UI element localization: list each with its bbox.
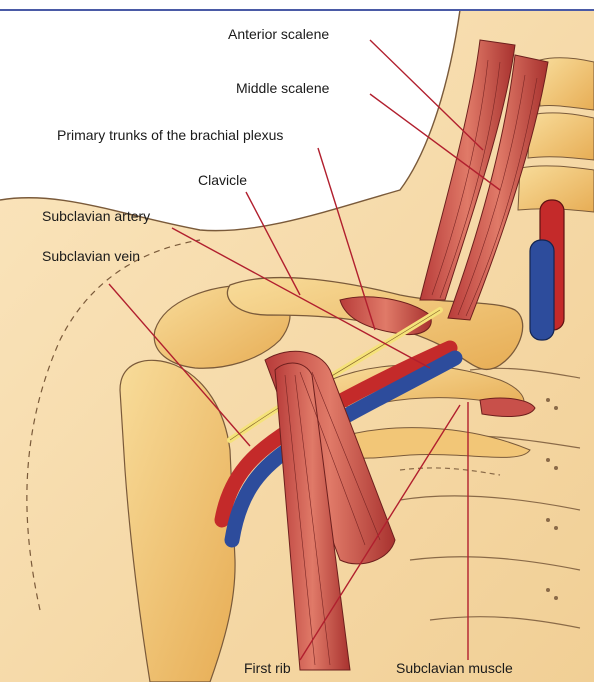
neck-vein [530,240,554,340]
label-subclavian-muscle: Subclavian muscle [396,660,513,676]
label-first-rib: First rib [244,660,291,676]
label-middle-scalene: Middle scalene [236,80,329,96]
label-anterior-scalene: Anterior scalene [228,26,329,42]
label-subclavian-vein: Subclavian vein [42,248,140,264]
label-brachial-plexus: Primary trunks of the brachial plexus [57,127,283,143]
label-clavicle: Clavicle [198,172,247,188]
label-subclavian-artery: Subclavian artery [42,208,150,224]
